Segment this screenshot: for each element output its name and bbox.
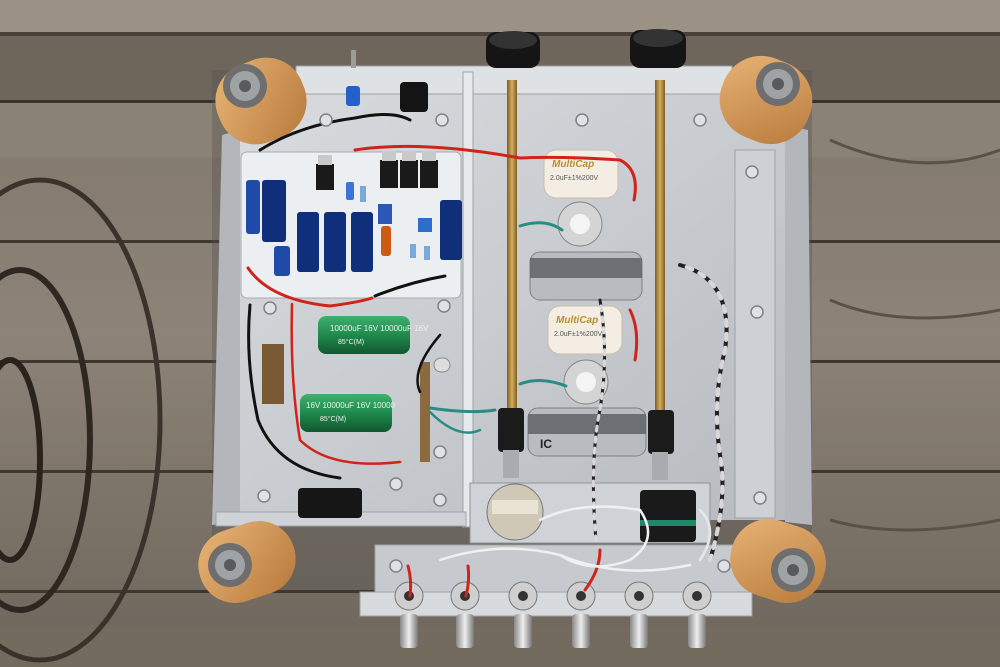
tube-stage-upper: MultiCap 2.0uF±1%200V (529, 149, 643, 301)
foot-top-left (215, 57, 307, 145)
volume-knob-left (486, 31, 540, 68)
svg-text:16V 10000uF 16V 10000: 16V 10000uF 16V 10000 (306, 401, 396, 410)
terminal-strip-upper (262, 344, 284, 404)
iec-inlet (298, 488, 362, 518)
svg-text:85°C(M): 85°C(M) (320, 415, 346, 423)
standoff (433, 357, 451, 373)
svg-text:10000uF 16V 10000uF 16V: 10000uF 16V 10000uF 16V (330, 324, 429, 333)
front-controls (346, 29, 686, 112)
volume-knob-right (630, 29, 686, 68)
rca-jack-5 (624, 581, 654, 648)
tube-stage-lower: MultiCap 2.0uF±1%200V IC (527, 305, 647, 457)
svg-text:2.0uF±1%200V: 2.0uF±1%200V (550, 175, 599, 182)
green-capacitors: 10000uF 16V 10000uF 16V 85°C(M) 16V 1000… (300, 316, 429, 432)
foot-top-right (719, 55, 813, 145)
wiring (246, 113, 729, 598)
bottom-switch-block (469, 482, 711, 544)
svg-text:MultiCap: MultiCap (556, 315, 598, 326)
foot-bottom-right (730, 518, 826, 604)
foot-bottom-left (198, 521, 296, 603)
power-jack (400, 82, 428, 112)
psu-pcb (240, 151, 462, 299)
blue-fuse (346, 86, 360, 106)
orange-capacitor (381, 226, 391, 256)
terminal-strip-left (420, 362, 430, 462)
svg-text:MultiCap: MultiCap (552, 159, 594, 170)
wooden-feet (198, 55, 826, 604)
rca-jack-6 (682, 581, 712, 648)
trimmer-pot (418, 218, 432, 232)
rca-jacks (394, 581, 712, 648)
toggle-switch (351, 50, 356, 68)
rca-jack-4 (566, 581, 596, 648)
rca-jack-3 (508, 581, 538, 648)
blue-capacitors (246, 180, 462, 276)
brass-shafts (498, 80, 674, 480)
screws (257, 113, 767, 573)
svg-text:2.0uF±1%200V: 2.0uF±1%200V (554, 331, 603, 338)
svg-text:85°C(M): 85°C(M) (338, 338, 364, 346)
svg-text:IC: IC (540, 437, 552, 451)
